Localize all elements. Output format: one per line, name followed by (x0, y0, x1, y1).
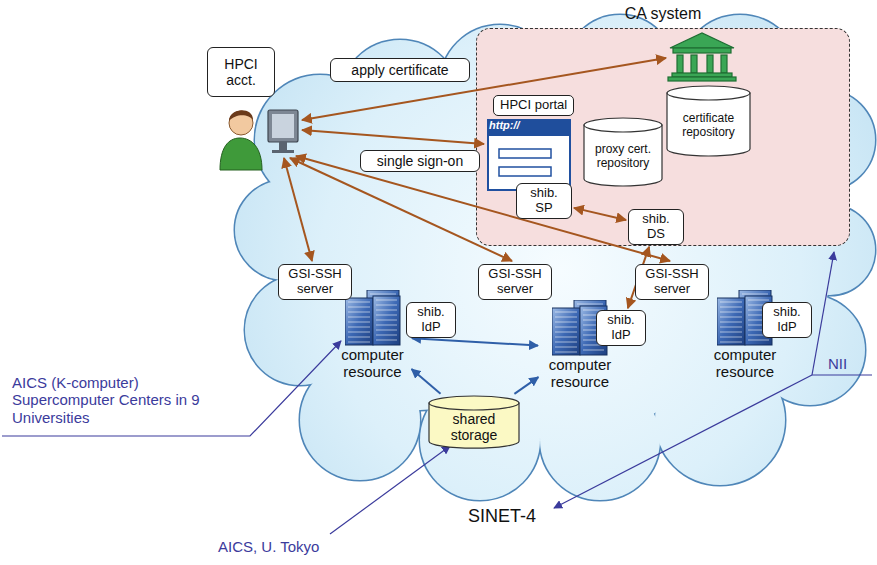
node-label: HPCI portal (493, 95, 574, 116)
annotation-note: NII (828, 355, 847, 372)
process-box: shib. IdP (596, 310, 646, 346)
node-label: GSI-SSH server (640, 267, 704, 297)
computer-resource: computer resource (335, 290, 410, 382)
process-box: GSI-SSH server (478, 264, 552, 300)
web-portal: HPCI portal (487, 95, 579, 193)
node-label: proxy cert. repository (587, 143, 659, 171)
node-label: shib. SP (524, 186, 564, 216)
region-heading: CA system (477, 5, 849, 23)
node-label: shib. IdP (767, 305, 807, 335)
node-label: apply certificate (351, 62, 448, 78)
network-name: SINET-4 (468, 506, 536, 527)
process-box: GSI-SSH server (278, 264, 352, 300)
leader-line (2, 252, 872, 534)
node-label: computer resource (709, 346, 781, 381)
process-box: apply certificate (330, 58, 470, 82)
node-label: single sign-on (377, 153, 463, 169)
node-label: shib. IdP (411, 305, 451, 335)
user-icon (220, 110, 262, 170)
storage-cylinder: certificate repository (666, 85, 751, 157)
process-box: GSI-SSH server (635, 264, 709, 300)
connector-arrow (628, 247, 649, 308)
computer-monitor (268, 110, 298, 153)
url-text: http:// (489, 119, 520, 132)
storage-cylinder: proxy cert. repository (583, 117, 663, 187)
process-box: shib. SP (516, 183, 572, 219)
process-box: single sign-on (360, 150, 480, 172)
certificate-authority-icon (668, 33, 736, 81)
node-label: GSI-SSH server (483, 267, 547, 297)
user-connector (284, 58, 670, 261)
node-label: shib. IdP (601, 313, 641, 343)
process-box: shib. IdP (406, 302, 456, 338)
cloud-outline (235, 15, 875, 500)
process-box: shib. DS (628, 209, 684, 245)
annotation-note: AICS (K-computer) Supercomputer Centers … (12, 374, 227, 426)
process-box: shib. IdP (762, 302, 812, 338)
system-region: CA systemHPCI portalcertificate reposito… (476, 28, 850, 246)
node-label: certificate repository (671, 112, 747, 140)
server-rack (345, 290, 401, 346)
node-label: GSI-SSH server (283, 267, 347, 297)
node-label: shib. DS (636, 212, 676, 242)
connector-arrow (514, 377, 538, 394)
process-box: HPCI acct. (207, 47, 275, 97)
node-label: computer resource (337, 346, 409, 381)
storage-cylinder: shared storage (428, 395, 520, 449)
connector-arrow (574, 208, 626, 220)
node-label: computer resource (544, 356, 616, 391)
annotation-note: AICS, U. Tokyo (218, 538, 319, 555)
node-label: shared storage (432, 411, 516, 443)
node-label: HPCI acct. (216, 56, 266, 88)
cloud-fill (235, 15, 875, 500)
connector-arrow (412, 369, 441, 394)
connector-arrow (412, 338, 538, 345)
